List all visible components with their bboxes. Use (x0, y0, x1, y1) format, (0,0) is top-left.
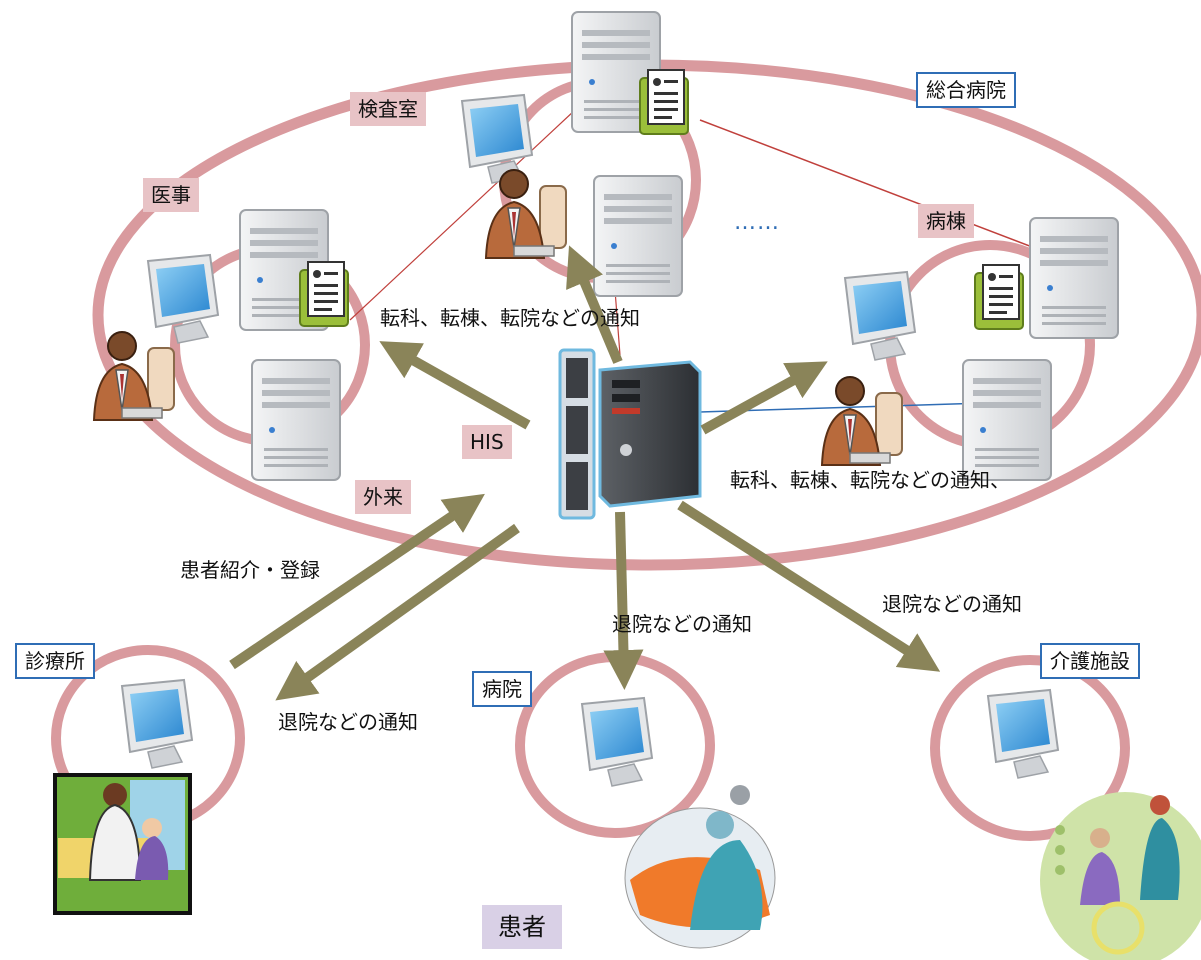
more-departments-ellipsis: …… (734, 210, 780, 235)
lab-label: 検査室 (350, 92, 426, 126)
discharge-notice-clinic-text: 退院などの通知 (278, 710, 418, 734)
ward-server-2-icon (962, 359, 1052, 481)
care-facility-monitor-icon (987, 689, 1059, 779)
ward-worker-icon (821, 376, 903, 466)
arrow-his-to-hospital (603, 511, 644, 690)
discharge-notice-hospital-text: 退院などの通知 (612, 612, 752, 636)
clinic-monitor-icon (121, 679, 193, 769)
outpatient-label: 外来 (355, 480, 411, 514)
medical-affairs-folder-icon (299, 261, 349, 327)
transfer-notice-right-text: 転科、転棟、転院などの通知、 (730, 468, 1010, 492)
hospital-label: 病院 (472, 671, 532, 707)
ward-server-icon (1029, 217, 1119, 339)
medical-affairs-monitor-icon (147, 254, 219, 344)
arrow-clinic-to-his (229, 493, 485, 670)
flow-arrows (229, 245, 941, 701)
arrow-his-to-medical-affairs (379, 341, 531, 430)
clinic-label: 診療所 (15, 643, 95, 679)
patient-label: 患者 (482, 905, 562, 949)
hospital-monitor-icon (581, 697, 653, 787)
arrow-his-to-lab (566, 245, 623, 364)
clinic-doctor-picture (53, 773, 192, 915)
ward-monitor-icon (844, 271, 916, 361)
arrow-his-to-care-facility (677, 500, 941, 672)
caregiver-picture (1040, 792, 1201, 960)
arrow-his-to-clinic (275, 523, 520, 701)
ward-folder-icon (974, 264, 1024, 330)
transfer-notice-left-text: 転科、転棟、転院などの通知 (380, 306, 640, 330)
general-hospital-label: 総合病院 (916, 72, 1016, 108)
his-server-icon (558, 348, 702, 520)
care-facility-ring (930, 655, 1130, 841)
lab-monitor-icon (461, 94, 533, 184)
medical-affairs-server-2-icon (251, 359, 341, 481)
surgery-picture (624, 785, 776, 949)
ward-label: 病棟 (918, 204, 974, 238)
lab-server-2-icon (593, 175, 683, 297)
his-label: HIS (462, 425, 512, 459)
arrow-his-to-ward (700, 361, 828, 435)
lab-record-folder-icon (639, 69, 689, 135)
referral-registration-text: 患者紹介・登録 (180, 558, 320, 582)
discharge-notice-care-text: 退院などの通知 (882, 592, 1022, 616)
care-facility-label: 介護施設 (1040, 643, 1140, 679)
medical-affairs-label: 医事 (143, 178, 199, 212)
lab-worker-icon (485, 169, 567, 259)
